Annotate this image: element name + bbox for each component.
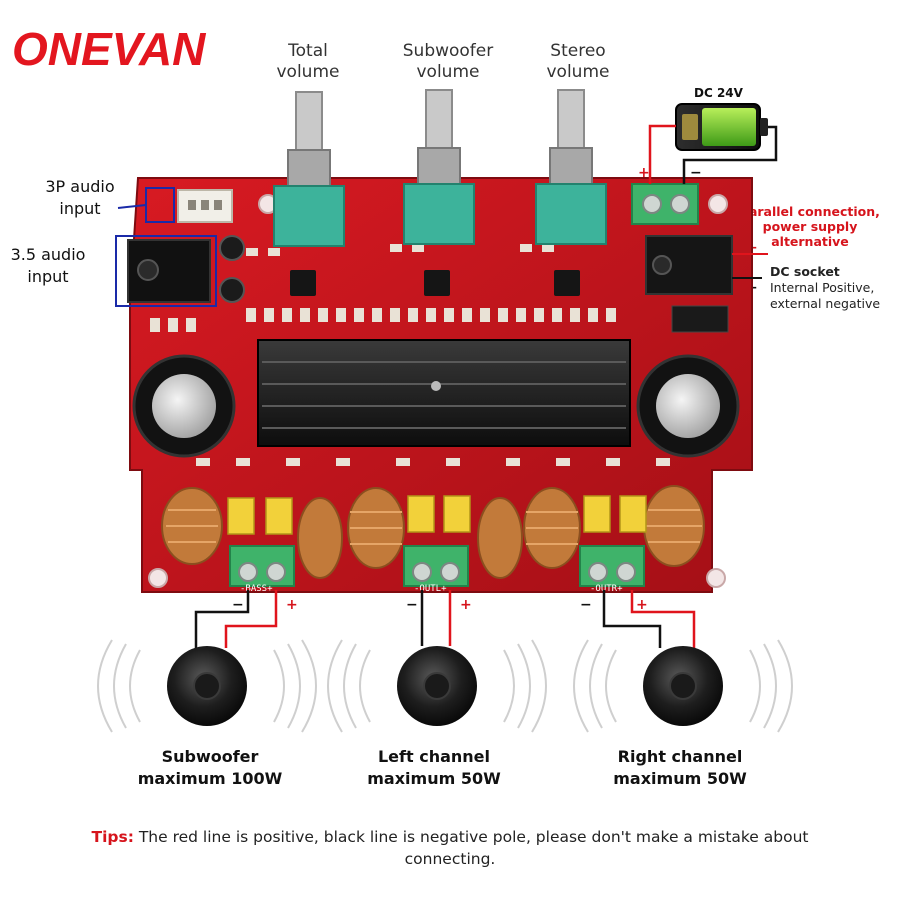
parallel-note-line2: power supply [762, 219, 858, 234]
speaker-label-left: Left channel maximum 50W [324, 746, 544, 790]
speaker-label-subwoofer-line1: Subwoofer [161, 747, 259, 766]
speaker-label-subwoofer: Subwoofer maximum 100W [100, 746, 320, 790]
knob-label-stereo: Stereo volume [508, 41, 648, 83]
wire-bass-positive [224, 590, 278, 648]
battery-icon [675, 103, 768, 151]
potentiometer-subwoofer [403, 89, 475, 245]
wire-bass-negative [194, 590, 250, 650]
knob-label-stereo-line2: volume [546, 62, 610, 82]
battery-minus-sign: − [690, 165, 702, 181]
speaker-label-right-line2: maximum 50W [613, 769, 747, 788]
wire-outr-negative [602, 590, 662, 648]
speaker-left [327, 639, 547, 733]
knob-label-total-line1: Total [288, 41, 328, 61]
label-3p-input: 3P audio input [20, 176, 140, 220]
bass-minus-sign: − [232, 597, 244, 613]
knob-label-total-line2: volume [276, 62, 340, 82]
label-aux-input-line2: input [27, 267, 69, 286]
capacitor-left [132, 354, 236, 458]
label-aux-input: 3.5 audio input [0, 244, 108, 288]
speaker-subwoofer [97, 639, 317, 733]
outl-minus-sign: − [406, 597, 418, 613]
parallel-connection-note: Parallel connection, power supply altern… [735, 204, 885, 249]
ic-chips [290, 270, 580, 296]
potentiometer-stereo [535, 89, 607, 245]
dc-socket-line2: Internal Positive, [770, 280, 875, 295]
terminal-outl [403, 545, 469, 587]
terminal-bass [229, 545, 295, 587]
dc-socket-line3: external negative [770, 296, 881, 311]
tips-text: The red line is positive, black line is … [133, 828, 809, 868]
speaker-right [573, 639, 793, 733]
wire-outr-positive [630, 590, 696, 650]
outl-plus-sign: + [460, 597, 472, 613]
outr-minus-sign: − [580, 597, 592, 613]
terminal-label-outr: -OUTR+ [590, 584, 623, 594]
terminal-outr [579, 545, 645, 587]
output-film-capacitors [227, 495, 647, 535]
battery-label: DC 24V [694, 86, 743, 100]
dc-socket-note: DC socket Internal Positive, external ne… [770, 264, 880, 312]
heatsink [257, 339, 631, 447]
battery-wire-negative [682, 125, 778, 184]
capacitor-right [636, 354, 740, 458]
terminal-label-bass: -BASS+ [240, 584, 273, 594]
battery-wire-positive [648, 124, 676, 184]
knob-label-total: Total volume [238, 41, 378, 83]
mounting-holes [148, 194, 728, 588]
output-coil-windings [166, 509, 702, 545]
aux-highlight-box [115, 235, 217, 307]
knob-label-stereo-line1: Stereo [550, 41, 606, 61]
label-3p-input-line2: input [59, 199, 101, 218]
speaker-label-left-line1: Left channel [377, 747, 490, 766]
potentiometer-total [273, 91, 345, 247]
knob-label-subwoofer-line2: volume [416, 62, 480, 82]
dc-socket-title: DC socket [770, 264, 840, 279]
speaker-label-right: Right channel maximum 50W [570, 746, 790, 790]
bass-plus-sign: + [286, 597, 298, 613]
parallel-note-line3: alternative [771, 234, 849, 249]
parallel-note-line1: Parallel connection, [740, 204, 880, 219]
tips-note: Tips: The red line is positive, black li… [60, 826, 840, 870]
battery-plus-sign: + [638, 165, 650, 181]
terminal-label-outl: -OUTL+ [414, 584, 447, 594]
speaker-label-subwoofer-line2: maximum 100W [137, 769, 283, 788]
brand-logo: ONEVAN [12, 23, 206, 75]
outr-plus-sign: + [636, 597, 648, 613]
smd-components [150, 244, 670, 466]
speaker-label-left-line2: maximum 50W [367, 769, 501, 788]
diode-ss54 [671, 305, 729, 333]
label-3p-input-line1: 3P audio [45, 177, 115, 196]
tips-lead: Tips: [91, 828, 134, 846]
speaker-wires [194, 590, 696, 650]
dc-socket [645, 235, 733, 295]
speaker-label-right-line1: Right channel [617, 747, 743, 766]
knob-label-subwoofer: Subwoofer volume [378, 41, 518, 83]
label-aux-input-line1: 3.5 audio [10, 245, 86, 264]
knob-label-subwoofer-line1: Subwoofer [402, 41, 494, 61]
